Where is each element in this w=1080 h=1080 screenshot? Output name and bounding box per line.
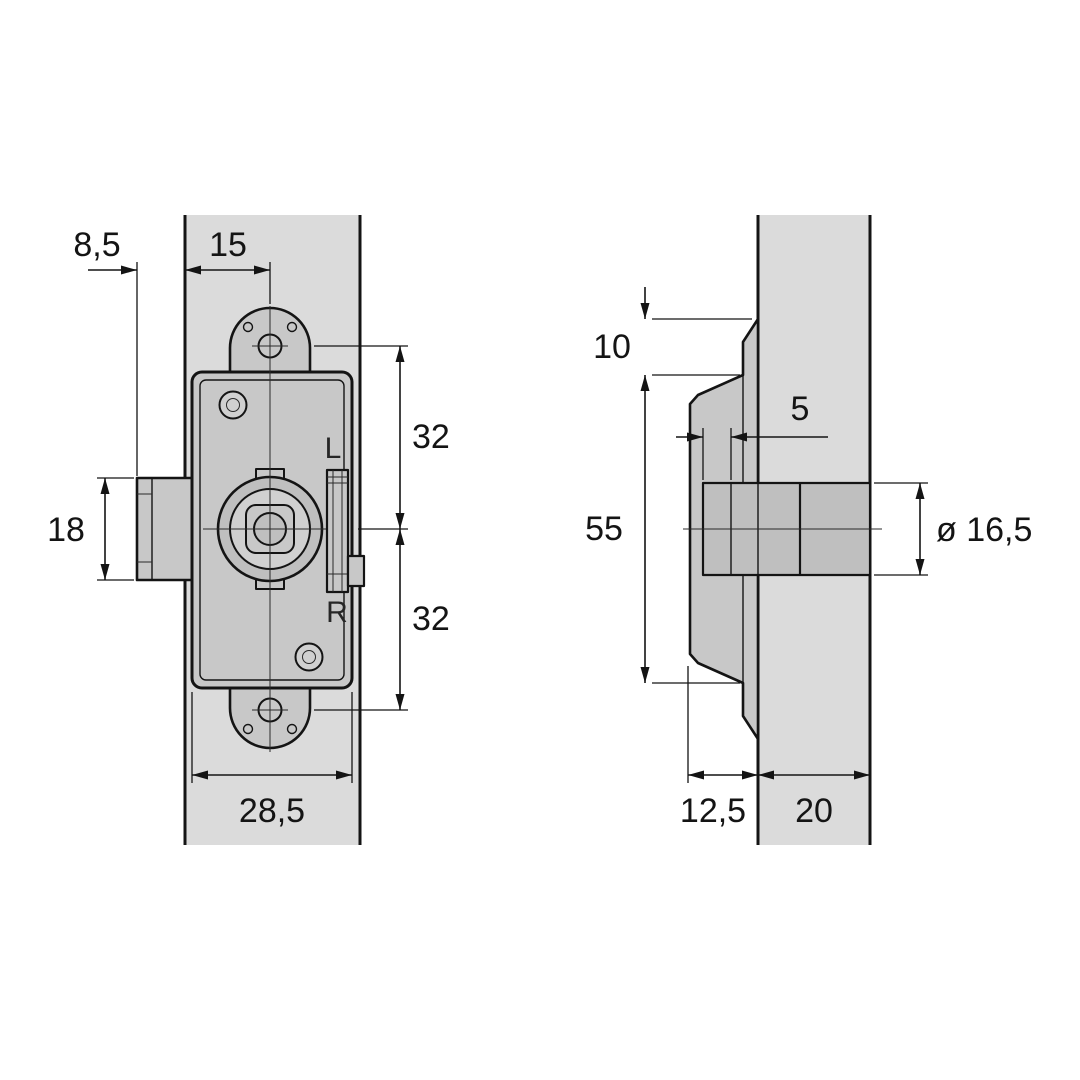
dim-axis-to-top-hole: 32 <box>314 345 450 530</box>
dim-flange-offset: 10 <box>593 287 752 366</box>
dim-label-axis-to-bottom-hole: 32 <box>412 600 450 638</box>
dim-label-bolt-protrusion: 8,5 <box>73 226 120 264</box>
dim-label-spindle-diameter: ø 16,5 <box>936 511 1032 549</box>
bolt <box>135 476 199 582</box>
front-view: L R 8,5 15 18 32 <box>47 215 450 845</box>
marking-r: R <box>326 596 348 629</box>
dim-label-edge-to-axis: 15 <box>209 226 247 264</box>
top-tab-pin-hole-right <box>286 321 298 333</box>
marking-l: L <box>325 432 342 465</box>
dim-axis-to-bottom-hole: 32 <box>314 529 450 711</box>
dim-label-body-depth: 12,5 <box>680 792 746 830</box>
screw-post-top <box>218 390 248 420</box>
bolt-body <box>135 476 199 582</box>
dim-bolt-height: 18 <box>47 477 134 581</box>
dim-spindle-diameter: ø 16,5 <box>874 482 1032 576</box>
dim-spindle-protrusion: 5 <box>676 390 828 480</box>
dim-label-panel-thickness: 20 <box>795 792 833 830</box>
screw-post-bottom <box>294 642 324 672</box>
slider <box>325 468 366 594</box>
dim-label-axis-to-top-hole: 32 <box>412 418 450 456</box>
spindle-section <box>683 481 882 577</box>
slider-bar <box>325 468 350 594</box>
bottom-tab-pin-hole-left <box>242 723 254 735</box>
dim-label-body-height: 55 <box>585 510 623 548</box>
bottom-tab-pin-hole-right <box>286 723 298 735</box>
screw-post-top-hole <box>226 398 240 412</box>
dim-panel-thickness: 20 <box>758 770 870 830</box>
dim-label-spindle-protrusion: 5 <box>791 390 810 428</box>
dim-label-body-width: 28,5 <box>239 792 305 830</box>
dim-edge-to-axis: 15 <box>185 226 271 304</box>
dim-body-height: 55 <box>585 374 740 684</box>
dim-label-bolt-height: 18 <box>47 511 85 549</box>
dim-bolt-protrusion: 8,5 <box>73 226 138 476</box>
dim-body-depth: 12,5 <box>680 666 758 830</box>
latch-tab <box>346 554 366 588</box>
screw-post-bottom-hole <box>302 650 316 664</box>
dim-label-flange-offset: 10 <box>593 328 631 366</box>
dim-body-width: 28,5 <box>191 692 353 830</box>
top-tab-pin-hole-left <box>242 321 254 333</box>
side-view: 10 55 5 ø 16,5 12,5 <box>585 215 1032 845</box>
